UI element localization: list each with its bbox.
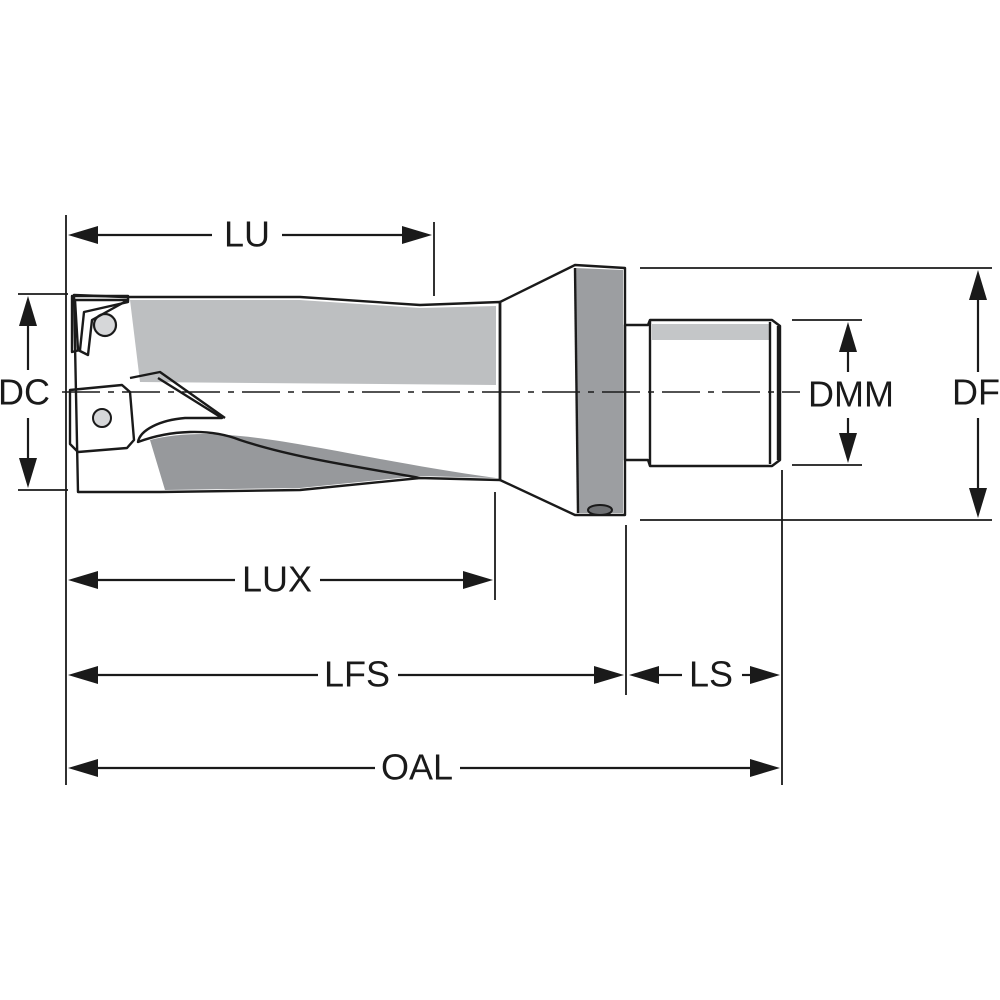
lux-label: LUX — [242, 559, 312, 600]
lux-arrow-left — [68, 571, 98, 589]
bottom-insert — [68, 383, 136, 454]
df-label: DF — [952, 372, 1000, 413]
insert-screw-icon — [92, 408, 112, 428]
cutting-inserts — [68, 294, 136, 454]
drill-body — [72, 263, 782, 517]
oal-arrow-left — [68, 759, 98, 777]
df-arrow-bottom — [969, 488, 987, 518]
df-arrow-top — [969, 270, 987, 300]
dc-arrow-bottom — [19, 458, 37, 488]
flange-hole — [587, 504, 613, 516]
flute-highlight — [130, 300, 496, 385]
shank-highlight — [652, 324, 770, 340]
dimension-oal: OAL — [68, 747, 780, 788]
dmm-arrow-top — [839, 322, 857, 352]
dimension-lu: LU — [68, 214, 432, 255]
flute-shadow — [150, 434, 496, 490]
dimension-dc: DC — [0, 296, 50, 488]
lfs-arrow-left — [68, 666, 98, 684]
ls-arrow-right — [750, 666, 780, 684]
dc-label: DC — [0, 372, 50, 413]
dimension-ls: LS — [629, 654, 780, 695]
dimension-lux: LUX — [68, 559, 493, 600]
dmm-label: DMM — [808, 374, 894, 415]
lux-arrow-right — [463, 571, 493, 589]
oal-arrow-right — [750, 759, 780, 777]
top-insert — [70, 294, 130, 354]
dimension-dmm: DMM — [808, 322, 894, 463]
dimension-lfs: LFS — [68, 654, 624, 695]
insert-pocket — [73, 298, 130, 357]
ls-arrow-left — [629, 666, 659, 684]
dmm-arrow-bottom — [839, 433, 857, 463]
flute-edge — [129, 370, 226, 419]
oal-label: OAL — [381, 747, 453, 788]
flute-twist — [136, 376, 421, 480]
flange-edge — [573, 267, 580, 514]
lfs-arrow-right — [594, 666, 624, 684]
dc-arrow-top — [19, 296, 37, 326]
shank — [623, 318, 782, 468]
lu-label: LU — [224, 214, 270, 255]
lu-arrow-right — [402, 226, 432, 244]
lfs-label: LFS — [324, 654, 390, 695]
extension-lines — [18, 215, 992, 785]
flange-face — [575, 268, 623, 513]
ls-label: LS — [689, 654, 733, 695]
dimension-df: DF — [952, 270, 1000, 518]
lu-arrow-left — [68, 226, 98, 244]
